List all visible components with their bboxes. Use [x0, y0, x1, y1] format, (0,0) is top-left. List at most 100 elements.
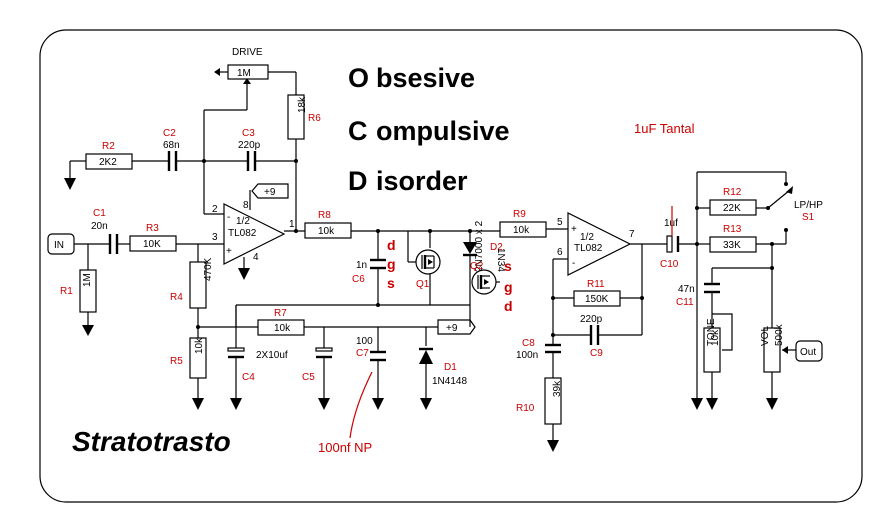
svg-text:VOL: VOL: [760, 326, 771, 346]
q1-pin-d: d: [387, 237, 396, 253]
svg-text:68n: 68n: [163, 140, 180, 151]
svg-text:R1: R1: [60, 286, 73, 297]
svg-text:39k: 39k: [552, 380, 563, 397]
svg-text:S1: S1: [802, 212, 815, 223]
svg-text:R7: R7: [274, 308, 287, 319]
svg-text:1uf: 1uf: [664, 218, 678, 229]
ground-vol: [766, 398, 778, 410]
svg-text:C5: C5: [302, 372, 315, 383]
svg-text:R10: R10: [516, 403, 535, 414]
svg-text:10k: 10k: [710, 329, 721, 346]
supply-tag-opamp1: [251, 183, 289, 199]
svg-text:-: -: [227, 212, 230, 223]
svg-text:10k: 10k: [513, 225, 530, 236]
note-1uf-tantal: 1uF Tantal: [634, 121, 695, 136]
svg-text:R11: R11: [587, 279, 605, 290]
svg-text:D2: D2: [490, 242, 503, 253]
svg-text:+9: +9: [446, 323, 458, 334]
logo: Stratotrasto: [72, 426, 231, 457]
svg-text:6: 6: [557, 247, 563, 258]
svg-text:IN: IN: [54, 240, 64, 251]
ground-r10: [547, 440, 559, 452]
svg-text:C9: C9: [590, 348, 603, 359]
svg-text:C6: C6: [352, 274, 365, 285]
svg-text:33K: 33K: [723, 240, 741, 251]
svg-text:R4: R4: [170, 292, 183, 303]
ground-opamp1: [238, 268, 250, 280]
svg-text:TL082: TL082: [228, 228, 257, 239]
svg-text:C10: C10: [660, 259, 679, 270]
np-note-leader: [349, 371, 373, 439]
svg-text:R12: R12: [723, 187, 742, 198]
svg-text:TL082: TL082: [574, 243, 603, 254]
svg-text:22K: 22K: [723, 203, 741, 214]
svg-text:20n: 20n: [91, 221, 108, 232]
svg-text:1M: 1M: [237, 68, 251, 79]
mosfet-value: 2N7000 x 2: [474, 220, 485, 272]
output-jack: Out: [795, 340, 823, 362]
ground-c5: [318, 398, 330, 410]
svg-text:100n: 100n: [516, 350, 538, 361]
ground-r5: [192, 398, 204, 410]
svg-text:2: 2: [212, 204, 218, 215]
svg-text:2K2: 2K2: [99, 157, 117, 168]
r2-resistor: 2K2 R2: [85, 141, 133, 170]
svg-text:18k: 18k: [297, 96, 308, 113]
svg-text:220p: 220p: [238, 140, 261, 151]
svg-text:4: 4: [253, 252, 259, 263]
svg-text:C2: C2: [163, 128, 176, 139]
svg-text:C4: C4: [242, 372, 255, 383]
q2-pin-s: s: [504, 258, 512, 274]
ground-left-rail: [691, 398, 703, 410]
d1-diode: D1 1N4148: [419, 347, 467, 387]
svg-text:Q2: Q2: [470, 261, 484, 272]
svg-text:1N34: 1N34: [495, 248, 506, 272]
svg-text:1/2: 1/2: [236, 216, 250, 227]
r12-resistor: 22K R12: [709, 187, 757, 216]
title-block: O bsesive C ompulsive D isorder: [348, 63, 510, 196]
svg-text:1M: 1M: [82, 273, 93, 287]
svg-text:+: +: [571, 224, 577, 235]
svg-text:100: 100: [356, 336, 373, 347]
svg-text:1n: 1n: [356, 260, 367, 271]
svg-text:R3: R3: [146, 223, 159, 234]
ground-r2: [64, 178, 76, 190]
ground-r1: [82, 325, 94, 336]
svg-text:Q1: Q1: [416, 279, 430, 290]
q1-pin-g: g: [387, 256, 396, 272]
svg-text:1/2: 1/2: [580, 232, 594, 243]
border-frame: [39, 29, 863, 503]
svg-text:1: 1: [289, 219, 295, 230]
svg-text:220p: 220p: [580, 314, 603, 325]
svg-text:47n: 47n: [678, 284, 695, 295]
opamp1: - + 1/2 TL082 2 3 1 8 4: [212, 200, 295, 265]
svg-text:470K: 470K: [203, 257, 214, 281]
q1-pin-s: s: [387, 275, 395, 291]
supply-tag-bottom: [437, 319, 476, 335]
svg-text:C3: C3: [242, 128, 255, 139]
q2-pin-d: d: [504, 298, 513, 314]
svg-text:1N4148: 1N4148: [432, 376, 467, 387]
title-letter-c: C: [348, 116, 368, 146]
r11-resistor: 150K R11: [573, 279, 621, 307]
svg-text:7: 7: [629, 229, 635, 240]
title-rest-3: isorder: [376, 166, 468, 196]
svg-text:LP/HP: LP/HP: [794, 200, 823, 211]
title-letter-d: D: [348, 166, 368, 196]
q2-pin-g: g: [504, 279, 513, 295]
svg-text:3: 3: [212, 232, 218, 243]
svg-text:8: 8: [243, 200, 249, 211]
svg-text:R6: R6: [308, 113, 321, 124]
svg-text:+9: +9: [264, 187, 276, 198]
ground-c4: [230, 398, 242, 410]
input-jack: IN: [47, 233, 75, 255]
svg-text:10k: 10k: [274, 323, 291, 334]
lp-hp-switch[interactable]: LP/HP S1: [766, 172, 823, 244]
r1-resistor: 1M R1: [60, 269, 97, 313]
svg-text:D1: D1: [444, 362, 457, 373]
svg-text:5: 5: [557, 217, 563, 228]
svg-text:150K: 150K: [585, 294, 609, 305]
svg-text:-: -: [572, 258, 575, 269]
svg-text:10k: 10k: [194, 337, 205, 354]
